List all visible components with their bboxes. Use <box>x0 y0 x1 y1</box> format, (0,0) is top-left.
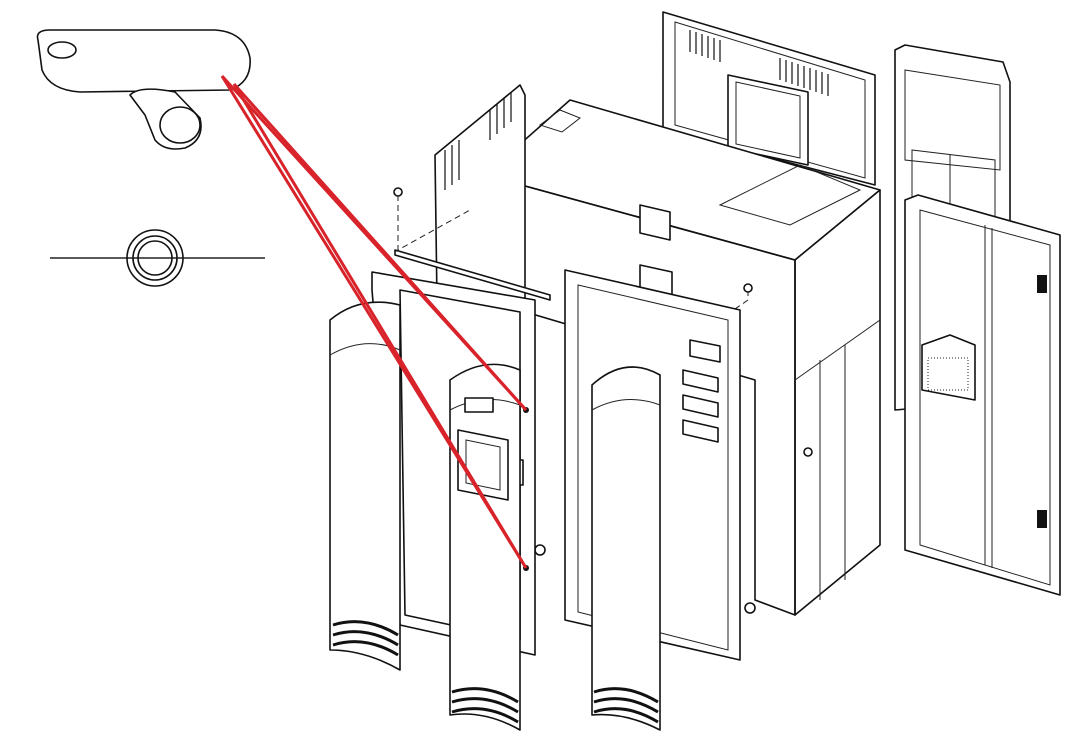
callout-lines <box>220 74 528 569</box>
curved-cover-2 <box>449 363 521 731</box>
key-cross-section-icon <box>50 229 265 287</box>
key-icon <box>36 29 251 150</box>
assembly-guides <box>393 187 753 376</box>
cabinet-frame <box>484 99 881 616</box>
curved-cover-1 <box>329 301 401 671</box>
right-door <box>904 194 1061 596</box>
curved-cover-3 <box>591 366 661 731</box>
